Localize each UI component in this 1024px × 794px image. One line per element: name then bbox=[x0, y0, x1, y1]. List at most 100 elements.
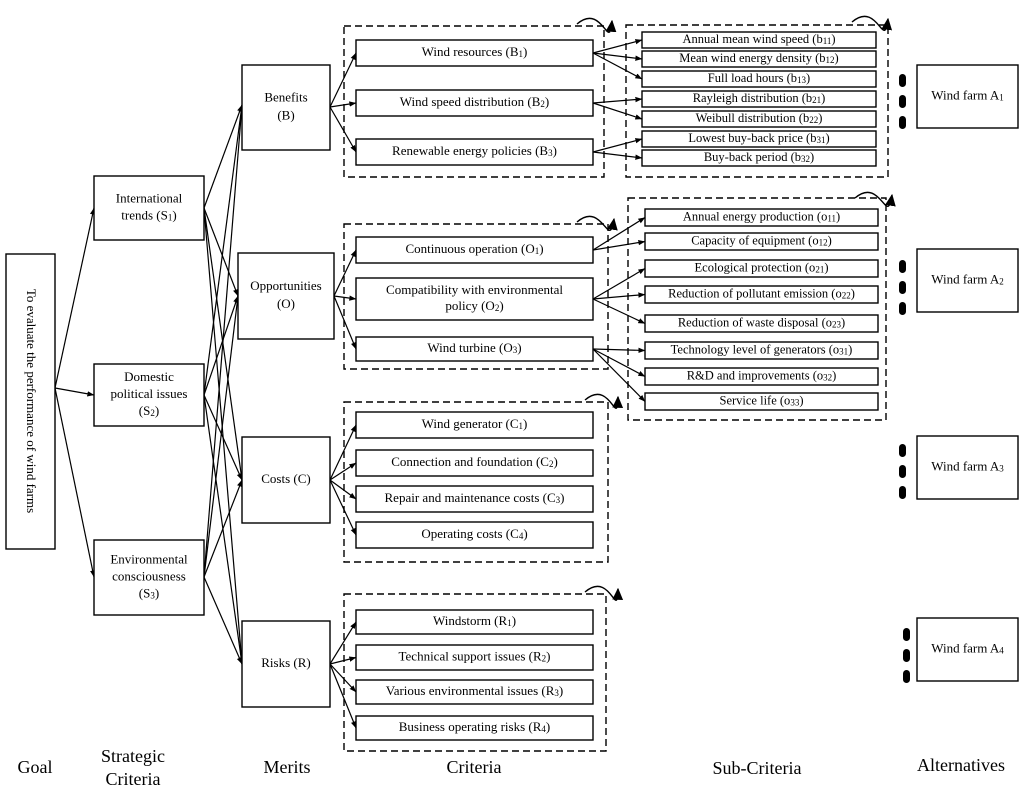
alternative-box-3 bbox=[916, 435, 1019, 500]
subcriterion-label-benefits-3: Full load hours (b13) bbox=[708, 71, 810, 85]
goal-label: To evaluate the performance of wind farm… bbox=[24, 289, 39, 513]
subcriterion-box-benefits-2 bbox=[641, 50, 877, 68]
svg-text:Ecological protection (o21): Ecological protection (o21) bbox=[695, 260, 829, 274]
column-label-merits: Merits bbox=[264, 757, 311, 777]
connector-arrow bbox=[203, 207, 239, 297]
svg-text:Wind turbine (O3): Wind turbine (O3) bbox=[427, 340, 521, 355]
svg-text:Service life (o33): Service life (o33) bbox=[720, 393, 804, 407]
svg-text:Renewable energy policies (B3): Renewable energy policies (B3) bbox=[392, 143, 557, 158]
connector-arrow bbox=[329, 621, 357, 665]
criterion-label-risks-4: Business operating risks (R4) bbox=[399, 719, 550, 734]
connector-arrow bbox=[203, 394, 243, 481]
node-labels: To evaluate the performance of wind farm… bbox=[18, 32, 1005, 789]
ellipsis-dot bbox=[903, 670, 910, 683]
subcriterion-box-benefits-1 bbox=[641, 31, 877, 49]
connector-arrow bbox=[592, 298, 646, 325]
connector-arrow bbox=[329, 106, 357, 153]
svg-text:Technical support issues (R2): Technical support issues (R2) bbox=[399, 648, 551, 663]
ellipsis-dot bbox=[899, 260, 906, 273]
ellipsis-dot bbox=[903, 628, 910, 641]
svg-text:political issues: political issues bbox=[111, 386, 188, 401]
svg-text:Capacity of equipment (o12): Capacity of equipment (o12) bbox=[691, 233, 832, 247]
subcriteria-cluster-frame-opportunities bbox=[627, 197, 887, 421]
alternative-label-3: Wind farm A3 bbox=[931, 458, 1004, 473]
connector-arrow bbox=[592, 348, 646, 402]
svg-text:trends (S1): trends (S1) bbox=[121, 207, 176, 222]
criterion-label-costs-4: Operating costs (C4) bbox=[421, 526, 527, 541]
connector-arrow bbox=[333, 249, 357, 297]
feedback-loop-arrow bbox=[854, 191, 896, 207]
subcriterion-box-opportunities-2 bbox=[644, 232, 879, 251]
connector-arrow bbox=[329, 479, 357, 536]
criterion-box-benefits-3 bbox=[355, 138, 594, 166]
criteria-cluster-frame-risks bbox=[343, 593, 607, 752]
subcriterion-box-opportunities-6 bbox=[644, 341, 879, 360]
connector-arrow bbox=[54, 387, 96, 578]
merit-label-3: Costs (C) bbox=[261, 471, 310, 486]
alternative-box-2 bbox=[916, 248, 1019, 313]
connector-arrow bbox=[203, 576, 243, 665]
alternative-box-4 bbox=[916, 617, 1019, 682]
svg-text:Wind farm A2: Wind farm A2 bbox=[931, 271, 1004, 286]
criterion-box-costs-1 bbox=[355, 411, 594, 439]
strategic-criterion-box-3 bbox=[93, 539, 205, 616]
criteria-cluster-frame-opportunities bbox=[343, 223, 609, 370]
connector-arrow bbox=[592, 292, 646, 300]
merit-box-3 bbox=[241, 436, 331, 524]
column-label-alternatives: Alternatives bbox=[917, 755, 1005, 775]
svg-text:Various environmental issues (: Various environmental issues (R3) bbox=[386, 683, 563, 698]
merit-label-2: Opportunities(O) bbox=[250, 278, 322, 311]
dashed-cluster-frames bbox=[343, 24, 889, 752]
svg-text:Reduction of waste disposal (o: Reduction of waste disposal (o23) bbox=[678, 315, 845, 329]
subcriterion-label-benefits-1: Annual mean wind speed (b11) bbox=[682, 32, 835, 46]
connector-arrow bbox=[333, 295, 357, 350]
subcriteria-cluster-frame-benefits bbox=[625, 24, 889, 178]
svg-text:policy (O2): policy (O2) bbox=[445, 298, 503, 313]
subcriterion-box-opportunities-5 bbox=[644, 314, 879, 333]
svg-text:Reduction of pollutant emissio: Reduction of pollutant emission (o22) bbox=[668, 286, 855, 300]
subcriterion-box-benefits-4 bbox=[641, 90, 877, 108]
connector-arrow bbox=[203, 104, 244, 396]
ellipsis-dot bbox=[899, 95, 906, 108]
subcriterion-label-benefits-7: Buy-back period (b32) bbox=[704, 150, 814, 164]
connector-arrow bbox=[329, 462, 357, 481]
column-label-subcriteria: Sub-Criteria bbox=[713, 758, 802, 778]
merit-box-4 bbox=[241, 620, 331, 708]
svg-text:Continuous operation (O1): Continuous operation (O1) bbox=[405, 241, 543, 256]
subcriterion-box-benefits-7 bbox=[641, 149, 877, 167]
ellipsis-dot bbox=[903, 649, 910, 662]
column-label-strategic-line2: Criteria bbox=[106, 769, 161, 789]
svg-text:Wind farm A1: Wind farm A1 bbox=[931, 87, 1004, 102]
merit-box-1 bbox=[241, 64, 331, 151]
connector-arrow bbox=[329, 479, 357, 500]
criterion-box-costs-4 bbox=[355, 521, 594, 549]
criterion-box-opportunities-1 bbox=[355, 236, 594, 264]
criterion-label-costs-1: Wind generator (C1) bbox=[422, 416, 528, 431]
subcriterion-box-benefits-5 bbox=[641, 110, 877, 128]
subcriterion-label-opportunities-1: Annual energy production (o11) bbox=[683, 209, 840, 223]
svg-text:(O): (O) bbox=[277, 296, 295, 311]
criterion-box-costs-2 bbox=[355, 449, 594, 477]
svg-text:Full load hours (b13): Full load hours (b13) bbox=[708, 71, 810, 85]
connector-arrow bbox=[203, 295, 240, 578]
feedback-loop-arrow bbox=[576, 17, 617, 33]
criterion-box-risks-2 bbox=[355, 644, 594, 671]
criterion-box-opportunities-3 bbox=[355, 336, 594, 362]
subcriterion-label-benefits-6: Lowest buy-back price (b31) bbox=[688, 131, 829, 145]
subcriterion-box-opportunities-7 bbox=[644, 367, 879, 386]
subcriterion-label-benefits-4: Rayleigh distribution (b21) bbox=[693, 91, 826, 105]
feedback-loop-arrow bbox=[584, 585, 624, 601]
strategic-criterion-box-2 bbox=[93, 363, 205, 427]
connector-arrow bbox=[592, 239, 646, 251]
subcriterion-label-benefits-2: Mean wind energy density (b12) bbox=[679, 51, 838, 65]
svg-text:R&D and improvements (o32): R&D and improvements (o32) bbox=[687, 368, 837, 382]
svg-text:Connection and foundation (C2): Connection and foundation (C2) bbox=[391, 454, 558, 469]
connector-arrow bbox=[592, 347, 646, 353]
criterion-label-opportunities-3: Wind turbine (O3) bbox=[427, 340, 521, 355]
svg-text:(S2): (S2) bbox=[139, 403, 159, 418]
subcriterion-label-opportunities-5: Reduction of waste disposal (o23) bbox=[678, 315, 845, 329]
column-label-goal: Goal bbox=[18, 757, 53, 777]
svg-text:Wind farm A3: Wind farm A3 bbox=[931, 458, 1004, 473]
